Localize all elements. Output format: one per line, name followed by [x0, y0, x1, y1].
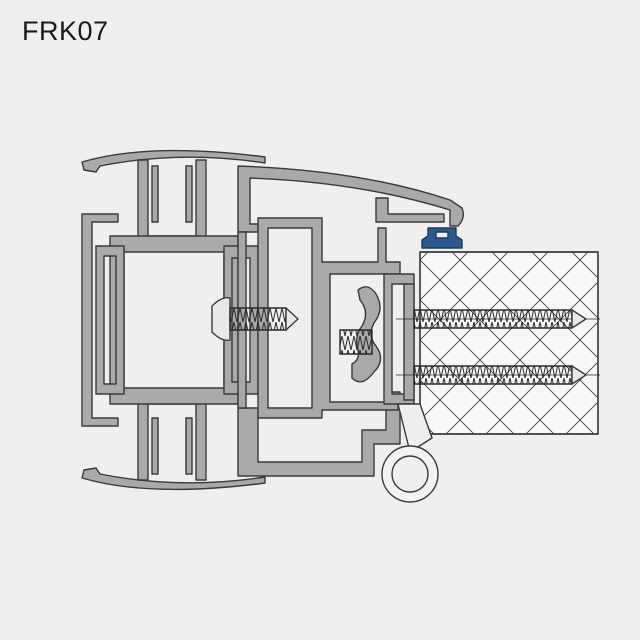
outer-frame-stile	[237, 165, 465, 477]
hinge-ring	[381, 403, 439, 503]
infill-screw-bottom	[396, 365, 600, 385]
infill-panel	[419, 251, 599, 435]
outer-sash-profile	[81, 149, 266, 491]
drawing-title: FRK07	[22, 16, 109, 46]
seal-gasket-icon	[421, 227, 463, 249]
threaded-insert	[339, 329, 373, 355]
infill-screw-top	[396, 309, 600, 329]
chamber-screw	[211, 296, 299, 342]
